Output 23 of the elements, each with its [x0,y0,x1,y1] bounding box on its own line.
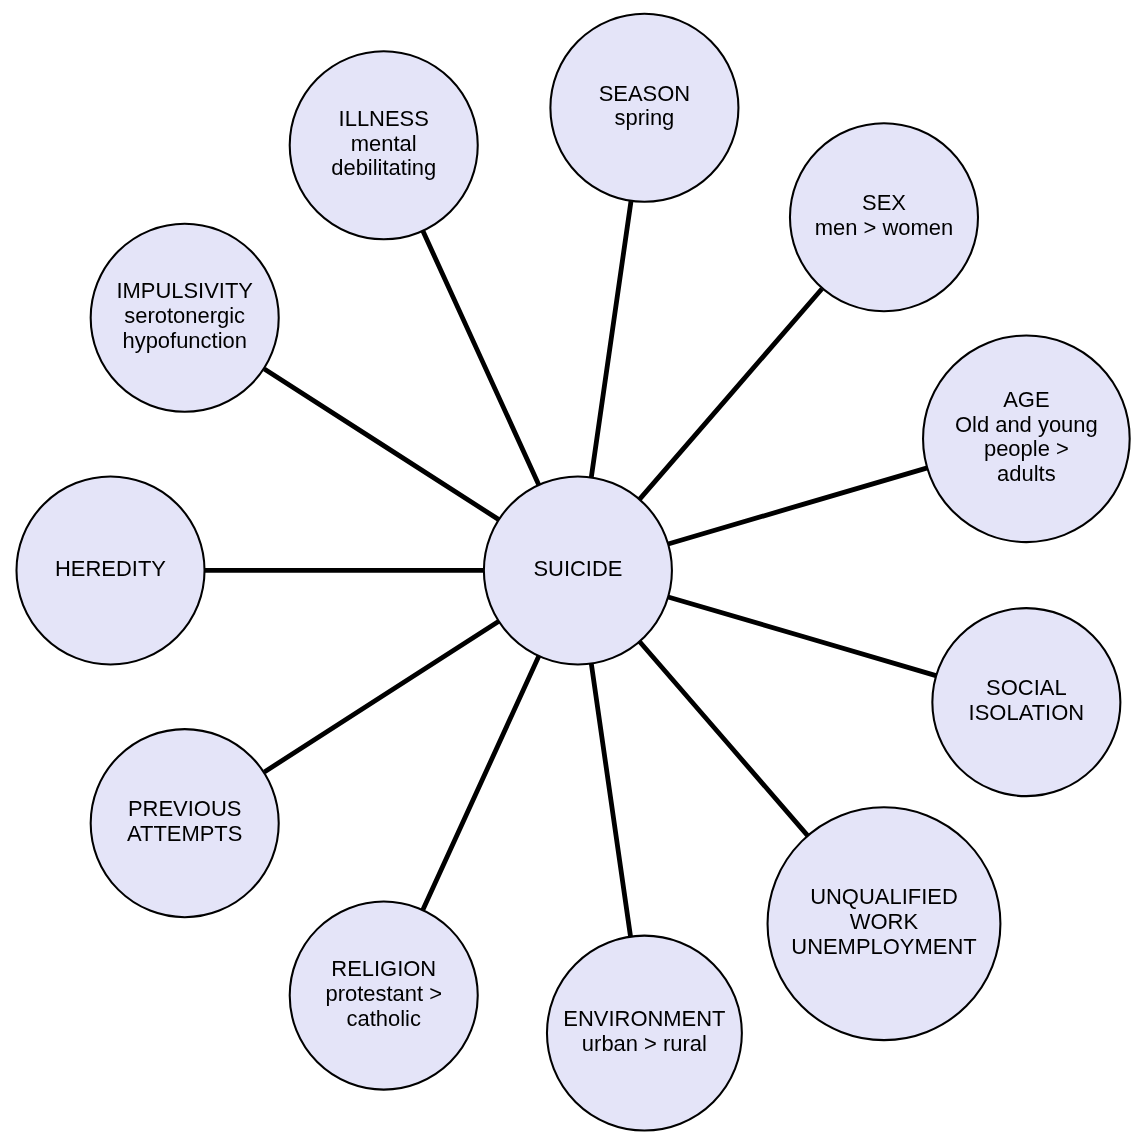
node-circle: AGE Old and young people > adults [921,334,1131,544]
node-circle: SOCIAL ISOLATION [930,607,1121,798]
connector [420,230,541,486]
node-circle: SUICIDE [482,475,673,666]
connector [588,200,633,478]
connector [262,366,500,522]
connector [637,639,810,838]
node-circle: ILLNESS mental debilitating [288,50,479,241]
node-circle: RELIGION protestant > catholic [288,900,479,1091]
connector [262,619,500,774]
connector [666,465,928,547]
connector [637,287,824,501]
node-circle: SEASON spring [548,12,739,203]
connector [204,568,484,573]
node-circle: UNQUALIFIED WORK UNEMPLOYMENT [766,806,1001,1042]
node-circle: ENVIRONMENT urban > rural [545,934,743,1132]
connector [666,594,937,678]
connector [588,663,633,937]
node-circle: SEX men > women [788,122,979,313]
node-circle: IMPULSIVITY serotonergic hypofunction [89,222,280,413]
node-circle: PREVIOUS ATTEMPTS [89,728,280,919]
connector [420,655,541,911]
node-circle: HEREDITY [14,475,206,666]
